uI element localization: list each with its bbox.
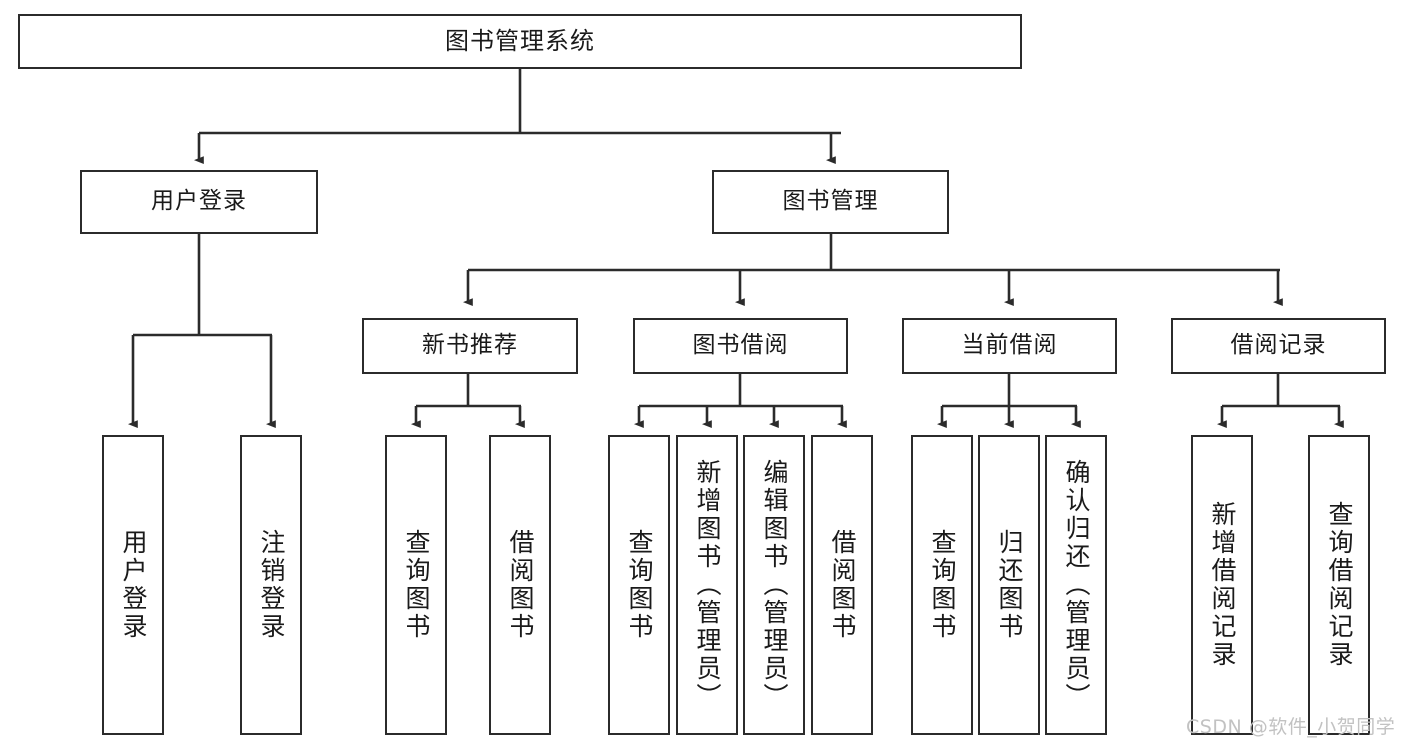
node-leaf-query-book-borrow-label: 查询图书	[625, 529, 654, 641]
node-leaf-borrow-book[interactable]: 借阅图书	[811, 435, 873, 735]
node-leaf-borrow-book-rec[interactable]: 借阅图书	[489, 435, 551, 735]
node-current-borrow-label: 当前借阅	[961, 332, 1058, 359]
node-book-manage-label: 图书管理	[782, 188, 879, 215]
node-leaf-confirm-return-admin[interactable]: 确认归还（管理员）	[1045, 435, 1107, 735]
node-leaf-query-book-rec[interactable]: 查询图书	[385, 435, 447, 735]
node-root[interactable]: 图书管理系统	[18, 14, 1022, 69]
node-leaf-query-book-current[interactable]: 查询图书	[911, 435, 973, 735]
node-leaf-query-borrow-record[interactable]: 查询借阅记录	[1308, 435, 1370, 735]
node-leaf-user-login[interactable]: 用户登录	[102, 435, 164, 735]
node-leaf-add-borrow-record[interactable]: 新增借阅记录	[1191, 435, 1253, 735]
node-leaf-query-book-borrow[interactable]: 查询图书	[608, 435, 670, 735]
node-leaf-user-logout[interactable]: 注销登录	[240, 435, 302, 735]
node-book-borrow-label: 图书借阅	[692, 332, 789, 359]
node-new-book-recommend[interactable]: 新书推荐	[362, 318, 578, 374]
node-book-manage[interactable]: 图书管理	[712, 170, 949, 234]
node-leaf-user-logout-label: 注销登录	[257, 529, 286, 641]
node-leaf-add-borrow-record-label: 新增借阅记录	[1208, 501, 1237, 669]
node-leaf-edit-book-admin-label: 编辑图书（管理员）	[760, 459, 789, 711]
node-leaf-add-book-admin[interactable]: 新增图书（管理员）	[676, 435, 738, 735]
node-leaf-add-book-admin-label: 新增图书（管理员）	[693, 459, 722, 711]
node-leaf-query-borrow-record-label: 查询借阅记录	[1325, 501, 1354, 669]
node-user-login[interactable]: 用户登录	[80, 170, 318, 234]
node-leaf-borrow-book-rec-label: 借阅图书	[506, 529, 535, 641]
node-leaf-query-book-current-label: 查询图书	[928, 529, 957, 641]
node-user-login-label: 用户登录	[151, 188, 247, 215]
node-new-book-recommend-label: 新书推荐	[422, 332, 518, 359]
node-leaf-query-book-rec-label: 查询图书	[402, 529, 431, 641]
node-current-borrow[interactable]: 当前借阅	[902, 318, 1117, 374]
node-leaf-return-book[interactable]: 归还图书	[978, 435, 1040, 735]
node-borrow-record[interactable]: 借阅记录	[1171, 318, 1386, 374]
node-leaf-user-login-label: 用户登录	[119, 529, 148, 641]
node-borrow-record-label: 借阅记录	[1230, 332, 1327, 359]
node-root-label: 图书管理系统	[445, 27, 595, 56]
node-leaf-confirm-return-admin-label: 确认归还（管理员）	[1062, 459, 1091, 711]
node-leaf-return-book-label: 归还图书	[995, 529, 1024, 641]
node-leaf-borrow-book-label: 借阅图书	[828, 529, 857, 641]
node-leaf-edit-book-admin[interactable]: 编辑图书（管理员）	[743, 435, 805, 735]
node-book-borrow[interactable]: 图书借阅	[633, 318, 848, 374]
csdn-watermark: CSDN @软件_小贺同学	[1186, 716, 1396, 738]
